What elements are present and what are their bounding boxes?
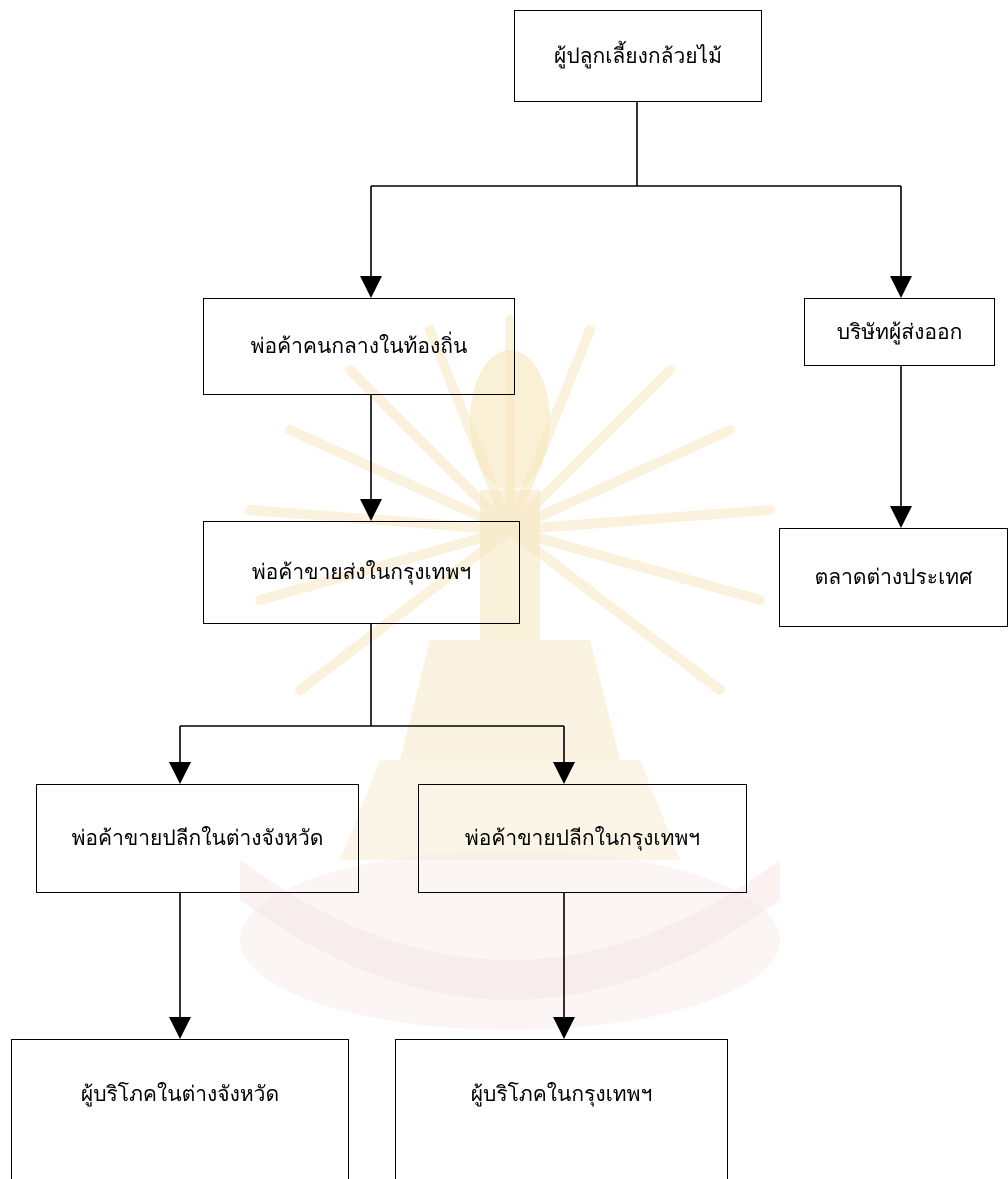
node-local-middleman: พ่อค้าคนกลางในท้องถิ่น [203, 298, 515, 395]
node-exporter: บริษัทผู้ส่งออก [804, 298, 995, 366]
node-prov-retailer: พ่อค้าขายปลีกในต่างจังหวัด [36, 784, 359, 893]
node-bkk-wholesaler: พ่อค้าขายส่งในกรุงเทพฯ [203, 521, 520, 624]
node-bkk-consumer-label: ผู้บริโภคในกรุงเทพฯ [470, 1081, 653, 1106]
node-bkk-retailer-label: พ่อค้าขายปลีกในกรุงเทพฯ [464, 826, 701, 850]
node-grower: ผู้ปลูกเลี้ยงกล้วยไม้ [514, 10, 762, 102]
node-prov-consumer: ผู้บริโภคในต่างจังหวัด [11, 1039, 349, 1179]
arrowhead-bkk-wholesaler [360, 499, 382, 521]
node-foreign-market: ตลาดต่างประเทศ [779, 528, 1008, 627]
node-prov-consumer-label: ผู้บริโภคในต่างจังหวัด [80, 1081, 280, 1106]
arrowhead-prov-retailer [169, 762, 191, 784]
node-local-middleman-label: พ่อค้าคนกลางในท้องถิ่น [250, 334, 468, 358]
arrowhead-foreign-market [890, 506, 912, 528]
node-grower-label: ผู้ปลูกเลี้ยงกล้วยไม้ [554, 43, 722, 68]
arrowhead-exporter [890, 276, 912, 298]
arrowhead-bkk-retailer [553, 762, 575, 784]
node-bkk-retailer: พ่อค้าขายปลีกในกรุงเทพฯ [418, 784, 747, 893]
node-exporter-label: บริษัทผู้ส่งออก [836, 319, 963, 344]
arrowhead-prov-consumer [169, 1017, 191, 1039]
node-bkk-consumer: ผู้บริโภคในกรุงเทพฯ [395, 1039, 728, 1179]
arrowhead-local-middleman [360, 276, 382, 298]
node-foreign-market-label: ตลาดต่างประเทศ [814, 565, 973, 589]
node-bkk-wholesaler-label: พ่อค้าขายส่งในกรุงเทพฯ [251, 560, 472, 584]
node-prov-retailer-label: พ่อค้าขายปลีกในต่างจังหวัด [71, 826, 324, 850]
arrowhead-bkk-consumer [553, 1017, 575, 1039]
